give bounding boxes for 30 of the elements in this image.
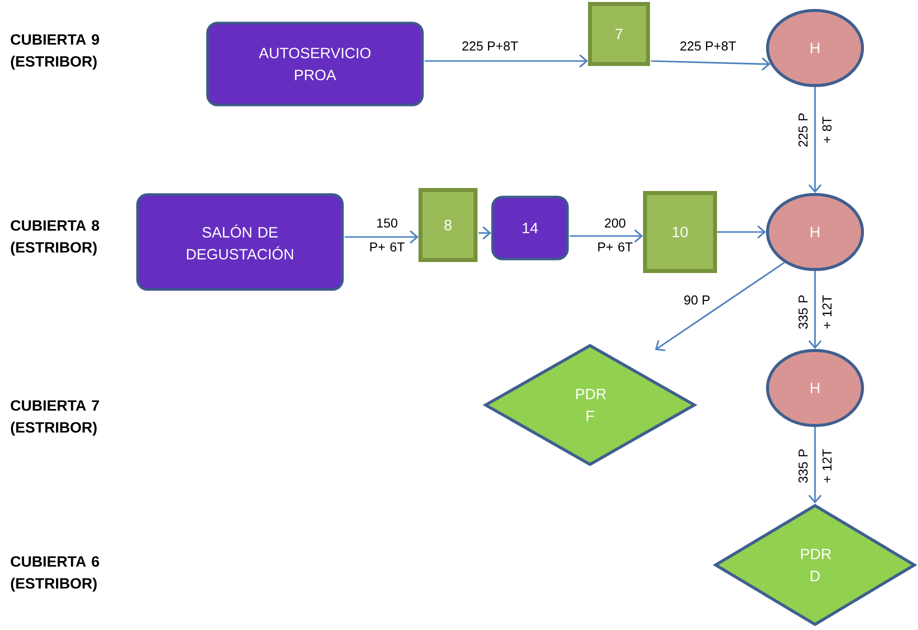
arrow bbox=[570, 229, 643, 243]
arrow bbox=[808, 87, 822, 193]
process-box: SALÓN DE DEGUSTACIÓN bbox=[136, 193, 344, 291]
deck-label: CUBIERTA 7 (ESTRIBOR) bbox=[10, 400, 99, 436]
edge-label: 90 P bbox=[684, 295, 710, 305]
process-box: 10 bbox=[643, 191, 717, 273]
arrow bbox=[655, 262, 785, 352]
arrow bbox=[424, 54, 588, 68]
process-box: 14 bbox=[491, 196, 569, 260]
arrow bbox=[808, 271, 822, 349]
process-box: 7 bbox=[588, 2, 650, 66]
edge-label: 225 P + 8T bbox=[798, 113, 832, 147]
ellipse-node: H bbox=[766, 349, 864, 427]
deck-label: CUBIERTA 6 (ESTRIBOR) bbox=[10, 556, 100, 592]
edge-label: 150 P+ 6T bbox=[370, 218, 405, 252]
arrow bbox=[808, 427, 822, 504]
process-box: 8 bbox=[418, 188, 478, 262]
edge-label: 225 P+8T bbox=[462, 41, 518, 51]
edge-label: 225 P+8T bbox=[680, 41, 736, 51]
edge-label: 335 P + 12T bbox=[798, 449, 832, 483]
ellipse-node: H bbox=[766, 193, 864, 271]
ellipse-node: H bbox=[766, 9, 864, 87]
deck-label: CUBIERTA 9 (ESTRIBOR) bbox=[10, 34, 100, 70]
arrow bbox=[717, 225, 766, 239]
process-box: AUTOSERVICIO PROA bbox=[206, 22, 424, 106]
edge-label: 200 P+ 6T bbox=[598, 218, 633, 252]
edge-label: 335 P + 12T bbox=[798, 295, 832, 329]
arrow bbox=[344, 230, 418, 244]
deck-label: CUBIERTA 8 (ESTRIBOR) bbox=[10, 220, 100, 256]
arrow bbox=[650, 57, 770, 71]
